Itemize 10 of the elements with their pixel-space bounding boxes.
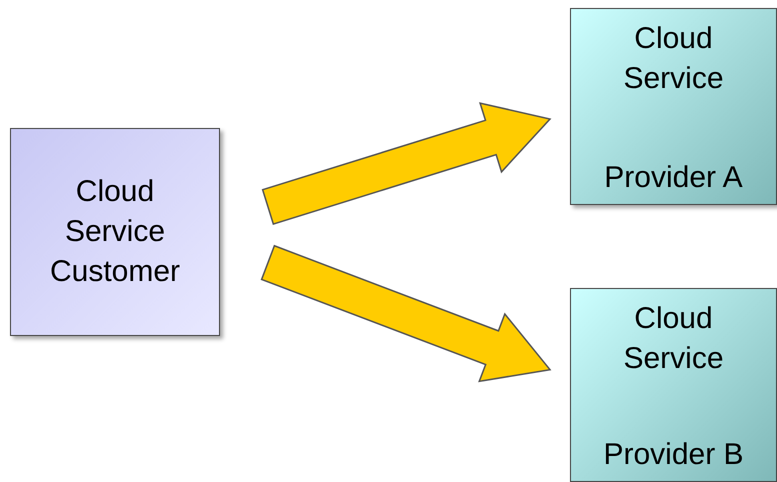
block-arrow (262, 102, 552, 226)
process-box (10, 128, 220, 336)
node-label: Cloud Service (622, 21, 725, 97)
process-box (570, 288, 777, 482)
node-label: Cloud Service (622, 301, 725, 377)
process-box (570, 8, 777, 205)
node-label: Provider B (603, 437, 744, 473)
node-label: Cloud Service Customer (48, 174, 182, 290)
node-label: Provider A (604, 160, 743, 196)
block-arrow (260, 244, 552, 382)
